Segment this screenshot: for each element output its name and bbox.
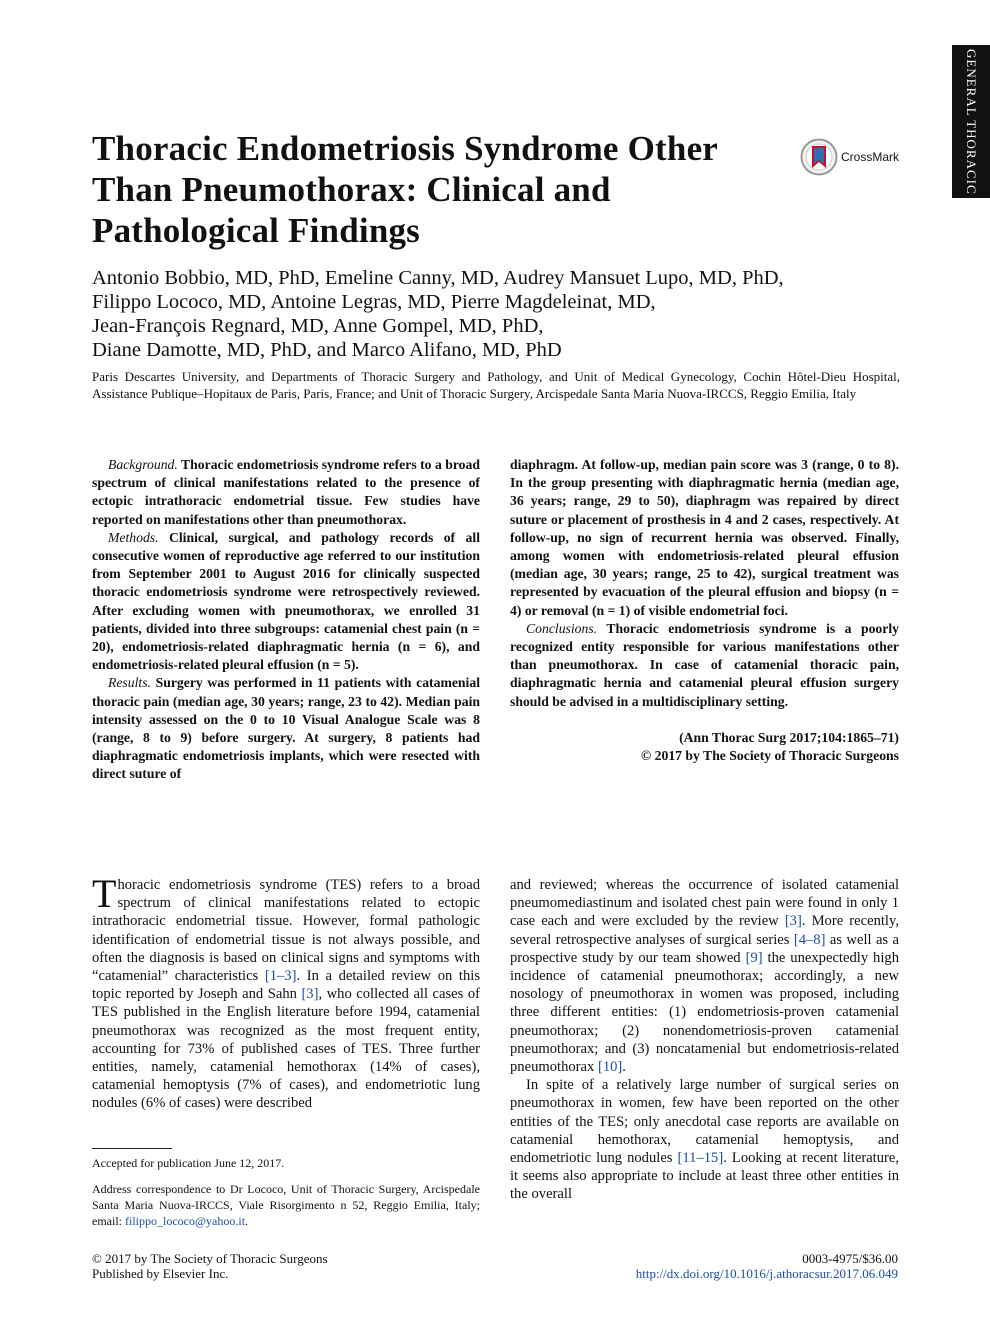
affiliation: Paris Descartes University, and Departme… (92, 369, 900, 401)
body-text: . More recently, several retrospective a… (510, 913, 899, 948)
results-continued: diaphragm. At follow-up, median pain sco… (510, 457, 899, 618)
author-line: Diane Damotte, MD, PhD, and Marco Alifan… (92, 339, 562, 361)
body-text: . In a detailed review on this topic rep… (92, 968, 480, 1003)
footer-right: 0003-4975/$36.00 http://dx.doi.org/10.10… (590, 1251, 898, 1281)
abstract-copyright: © 2017 by The Society of Thoracic Surgeo… (640, 748, 899, 764)
abstract-methods: Methods. Clinical, surgical, and patholo… (92, 529, 480, 675)
reference-link[interactable]: [1–3] (264, 968, 297, 985)
body-text: , who collected all cases of TES publish… (92, 986, 480, 1112)
results-text: Surgery was performed in 11 patients wit… (92, 675, 480, 782)
methods-label: Methods. (108, 529, 159, 545)
section-tab-label: GENERAL THORACIC (964, 48, 979, 195)
author-line: Antonio Bobbio, MD, PhD, Emeline Canny, … (92, 267, 784, 289)
author-list: Antonio Bobbio, MD, PhD, Emeline Canny, … (92, 266, 902, 362)
email-link[interactable]: filippo_lococo@yahoo.it (125, 1214, 246, 1228)
reference-link[interactable]: [3] (301, 986, 319, 1003)
abstract-conclusions: Conclusions. Thoracic endometriosis synd… (510, 620, 899, 711)
citation-text: (Ann Thorac Surg 2017;104:1865–71) (679, 729, 899, 745)
body-text: as well as a prospective study by our te… (510, 931, 899, 966)
reference-link[interactable]: [4–8] (793, 931, 826, 948)
body-text: the unexpectedly high incidence of catam… (510, 949, 899, 1076)
section-tab: GENERAL THORACIC (952, 45, 990, 198)
reference-link[interactable]: [10] (597, 1059, 623, 1076)
footnote-divider (92, 1148, 172, 1149)
crossmark-label: CrossMark (841, 150, 900, 164)
correspondence-end: . (245, 1214, 249, 1228)
abstract-right-column: diaphragm. At follow-up, median pain sco… (510, 456, 899, 765)
abstract-left-column: Background. Thoracic endometriosis syndr… (92, 456, 480, 784)
reference-link[interactable]: [11–15] (677, 1150, 724, 1167)
footer-left: © 2017 by The Society of Thoracic Surgeo… (92, 1251, 328, 1281)
drop-cap: T (92, 871, 117, 916)
author-line: Filippo Lococo, MD, Antoine Legras, MD, … (92, 291, 656, 313)
accepted-note: Accepted for publication June 12, 2017. (92, 1156, 285, 1170)
doi-link[interactable]: http://dx.doi.org/10.1016/j.athoracsur.2… (635, 1266, 898, 1281)
footer-copyright: © 2017 by The Society of Thoracic Surgeo… (92, 1251, 328, 1266)
background-text: Thoracic endometriosis syndrome refers t… (92, 457, 480, 527)
body-text: horacic endometriosis syndrome (TES) ref… (92, 877, 480, 985)
correspondence-text: Address correspondence to Dr Lococo, Uni… (92, 1182, 480, 1228)
footer-issn: 0003-4975/$36.00 (802, 1251, 898, 1266)
abstract-results: Results. Surgery was performed in 11 pat… (92, 674, 480, 783)
footnotes: Accepted for publication June 12, 2017. … (92, 1155, 480, 1239)
methods-text: Clinical, surgical, and pathology record… (92, 529, 480, 673)
footer-publisher: Published by Elsevier Inc. (92, 1266, 229, 1281)
body-paragraph: and reviewed; whereas the occurrence of … (510, 876, 899, 1076)
results-label: Results. (108, 675, 151, 691)
body-text: . Looking at recent literature, it seems… (510, 1150, 900, 1203)
author-line: Jean-François Regnard, MD, Anne Gompel, … (92, 315, 544, 337)
crossmark-icon (800, 138, 838, 176)
reference-link[interactable]: [3] (784, 913, 802, 930)
crossmark-badge[interactable]: CrossMark (800, 138, 899, 176)
journal-citation: (Ann Thorac Surg 2017;104:1865–71) © 201… (510, 729, 899, 765)
abstract-background: Background. Thoracic endometriosis syndr… (92, 456, 480, 529)
body-text: In spite of a relatively large number of… (510, 1077, 899, 1167)
reference-link[interactable]: [9] (745, 949, 763, 966)
body-paragraph: In spite of a relatively large number of… (510, 1076, 899, 1203)
article-title: Thoracic Endometriosis Syndrome Other Th… (92, 129, 718, 250)
body-text: and reviewed; whereas the occurrence of … (510, 877, 899, 930)
background-label: Background. (108, 457, 178, 472)
body-right-column: and reviewed; whereas the occurrence of … (510, 876, 899, 1204)
body-text: . (622, 1059, 626, 1076)
correspondence-note: Address correspondence to Dr Lococo, Uni… (92, 1181, 480, 1229)
conclusions-label: Conclusions. (526, 620, 598, 636)
conclusions-text: Thoracic endometriosis syndrome is a poo… (510, 620, 899, 709)
